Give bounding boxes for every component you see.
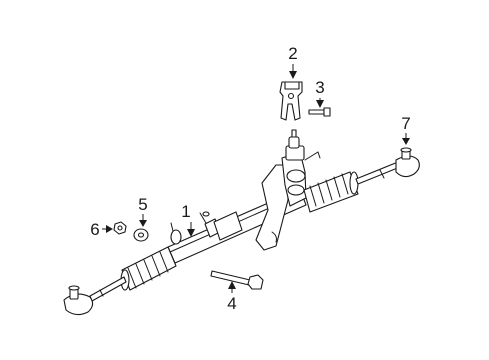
callout-3: 3 bbox=[315, 78, 325, 108]
right-tie-rod bbox=[355, 161, 401, 185]
callout-2: 2 bbox=[288, 44, 298, 79]
callout-label-2: 2 bbox=[288, 44, 297, 63]
callout-1: 1 bbox=[181, 202, 195, 237]
small-bolt bbox=[308, 107, 331, 117]
steering-rack-assembly bbox=[89, 129, 401, 302]
callout-label-4: 4 bbox=[227, 294, 236, 313]
right-tie-rod-end bbox=[395, 147, 420, 178]
hex-nut bbox=[113, 221, 127, 235]
callout-5: 5 bbox=[138, 195, 148, 227]
callout-6: 6 bbox=[90, 220, 113, 239]
left-tie-rod bbox=[89, 276, 127, 302]
long-mounting-bolt bbox=[210, 270, 264, 290]
callout-4: 4 bbox=[227, 281, 237, 313]
callout-label-5: 5 bbox=[138, 195, 147, 214]
callout-label-1: 1 bbox=[181, 202, 190, 221]
callout-label-7: 7 bbox=[401, 114, 410, 133]
right-bellows-boot bbox=[303, 171, 359, 213]
callout-label-6: 6 bbox=[90, 220, 99, 239]
callout-7: 7 bbox=[401, 114, 411, 145]
left-bellows-boot bbox=[120, 246, 177, 291]
mounting-bracket-clip bbox=[279, 81, 303, 121]
callout-label-3: 3 bbox=[315, 78, 324, 97]
washer bbox=[133, 228, 149, 242]
left-tie-rod-end bbox=[63, 285, 94, 316]
